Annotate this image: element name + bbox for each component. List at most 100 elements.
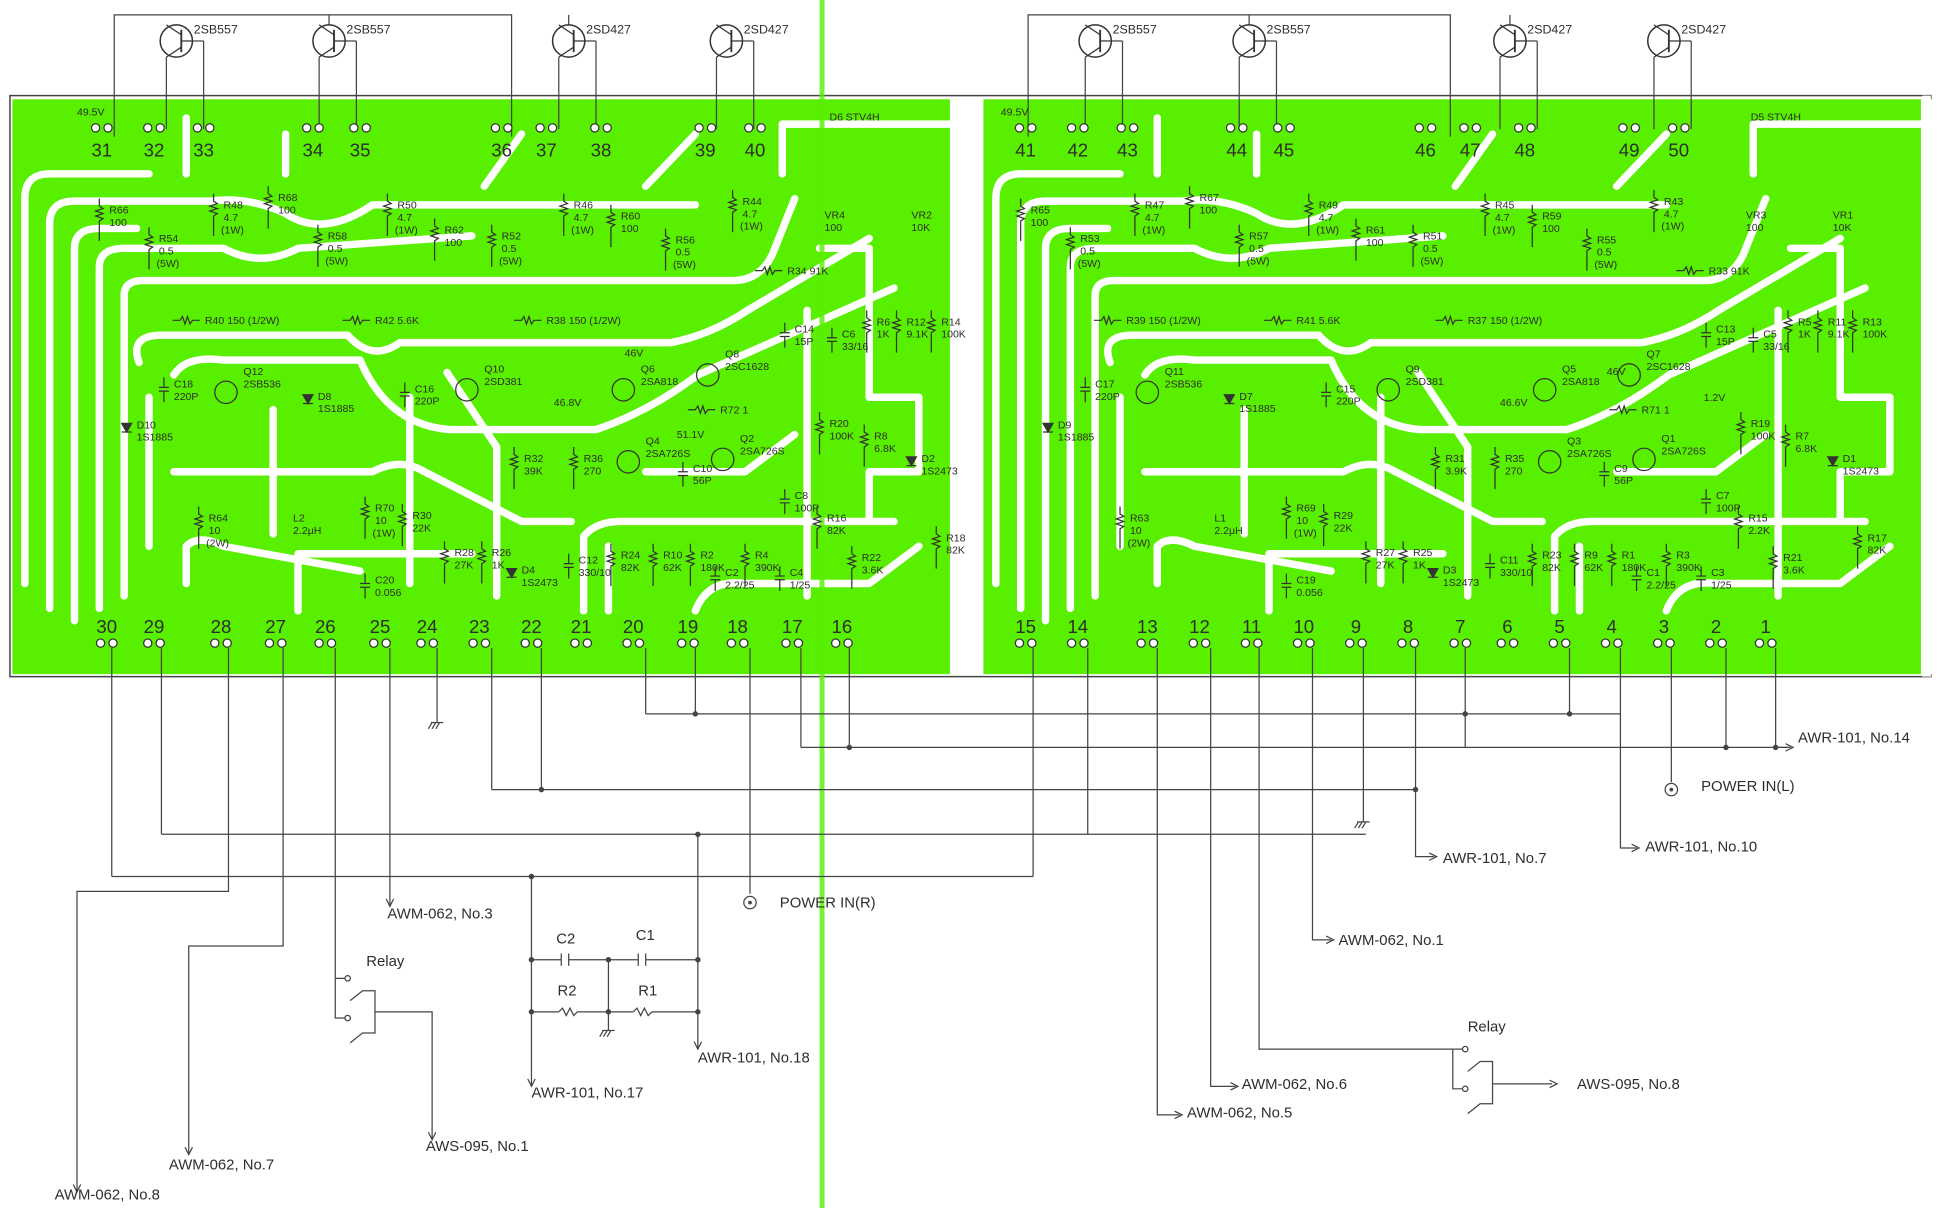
resistor-icon	[1609, 404, 1637, 416]
voltage-label: 46V	[1607, 366, 1626, 378]
component-ref: R20	[829, 418, 848, 430]
component-ref: R9	[1584, 550, 1598, 562]
arrow-icon	[1325, 935, 1335, 945]
component-value: 330/10	[579, 567, 611, 579]
component-ref: R51	[1423, 231, 1442, 243]
power-in-r-terminal-icon	[743, 895, 757, 910]
solder-pad	[1136, 638, 1146, 648]
component-r7: R76.8K	[1779, 424, 1817, 467]
component-ref: R18	[946, 532, 965, 544]
pin-number: 16	[832, 616, 853, 637]
component-ref: VR4	[824, 210, 845, 222]
power-transistor	[1647, 24, 1682, 58]
capacitor-icon	[399, 382, 410, 408]
pin-number: 21	[571, 616, 592, 637]
component-ref: R57	[1249, 231, 1268, 243]
connector-label: AWR-101, No.7	[1443, 851, 1547, 867]
solder-pad	[1079, 638, 1089, 648]
rc-r1-label: R1	[638, 984, 657, 1000]
resistor-icon	[754, 264, 783, 277]
component-value: 6.8K	[874, 443, 896, 455]
circuit-board	[10, 0, 1936, 1208]
component-rating: (2W)	[1127, 537, 1150, 549]
component-ref: R12	[906, 316, 925, 328]
component-ref: D6	[829, 111, 843, 123]
resistor-icon	[1429, 446, 1442, 490]
component-value: 150 (1/2W)	[569, 315, 621, 327]
resistor-icon	[659, 228, 672, 271]
capacitor-icon	[1281, 573, 1292, 599]
resistor-icon	[687, 404, 716, 416]
solder-pad	[520, 638, 530, 648]
solder-pad	[582, 638, 593, 648]
solder-pad	[428, 638, 439, 648]
resistor-icon	[1093, 314, 1122, 327]
capacitor-c2-icon	[560, 953, 570, 966]
component-ref: VR1	[1833, 210, 1854, 222]
ground-icon	[1354, 821, 1370, 829]
component-ref: D10	[137, 419, 156, 431]
resistor-icon	[1350, 218, 1362, 261]
solder-pad	[1066, 638, 1077, 648]
component-value: 62K	[663, 562, 682, 574]
component-ref: R36	[584, 453, 603, 465]
solder-pad	[634, 638, 645, 648]
component-value: 1	[743, 404, 749, 416]
component-ref: R6	[877, 316, 891, 328]
pin-number: 34	[303, 139, 324, 160]
arrow-icon	[1631, 843, 1641, 853]
connector-label: AWM-062, No.8	[55, 1187, 160, 1203]
component-ref: R63	[1130, 512, 1149, 524]
component-ref: R47	[1145, 200, 1164, 212]
resistor-icon	[486, 224, 498, 267]
solder-pad	[1600, 638, 1611, 648]
power-transistor	[551, 24, 587, 58]
component-value: 5.6K	[397, 315, 419, 327]
pin-number: 17	[782, 616, 803, 637]
transistor-icon	[616, 450, 641, 474]
component-ref: R72	[720, 404, 739, 416]
arrow-icon	[1428, 852, 1439, 861]
solder-pad	[1459, 123, 1469, 133]
component-ref: VR2	[911, 210, 932, 222]
connector-label: POWER IN(R)	[780, 896, 876, 912]
resistor-icon	[1479, 193, 1491, 236]
solder-pad	[1066, 123, 1077, 133]
component-value: 4.7	[224, 212, 239, 224]
transistor-label: 2SD427	[1527, 23, 1572, 37]
solder-pad	[1548, 638, 1559, 648]
connector-label: AWM-062, No.7	[169, 1158, 274, 1174]
component-rating: (5W)	[156, 258, 179, 270]
component-ref: C4	[790, 567, 804, 579]
component-ref: Q11	[1165, 366, 1184, 378]
component-value: 100K	[941, 329, 966, 341]
component-value: 4.7	[743, 208, 758, 220]
resistor-icon	[605, 204, 617, 248]
component-value: 1S1885	[318, 403, 355, 415]
pin-number: 35	[350, 139, 371, 160]
solder-pad	[1116, 123, 1126, 133]
transistor-icon	[710, 447, 735, 472]
pin-number: 8	[1403, 616, 1413, 637]
capacitor-icon	[1599, 461, 1610, 487]
power-transistor	[1232, 24, 1267, 58]
component-ref: D9	[1058, 419, 1072, 431]
solder-pad	[590, 123, 600, 133]
